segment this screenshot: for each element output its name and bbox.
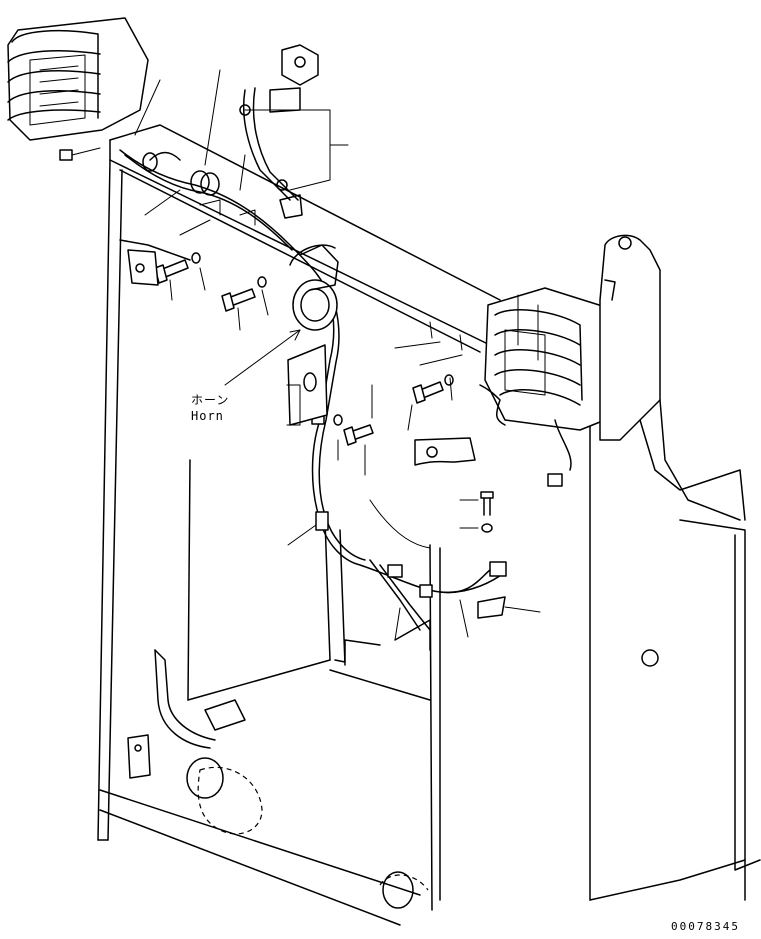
cross-beam (109, 124, 501, 353)
left-lamp-assembly (7, 17, 149, 161)
horn-part (289, 244, 339, 331)
rear-frame (99, 379, 591, 926)
bottom-hubs (186, 757, 429, 909)
top-brackets (239, 44, 319, 219)
horn-callout: ホーン Horn (191, 393, 229, 423)
bolts-and-washers (154, 252, 494, 533)
horn-label-en: Horn (191, 409, 224, 423)
plates-and-clamps (127, 249, 506, 779)
left-pillar (97, 159, 216, 841)
leader-lines (134, 69, 541, 641)
right-pillar (589, 234, 761, 901)
wiring-harness (119, 149, 507, 631)
horn-label-jp: ホーン (191, 393, 229, 407)
drawing-number: 00078345 (671, 920, 740, 933)
